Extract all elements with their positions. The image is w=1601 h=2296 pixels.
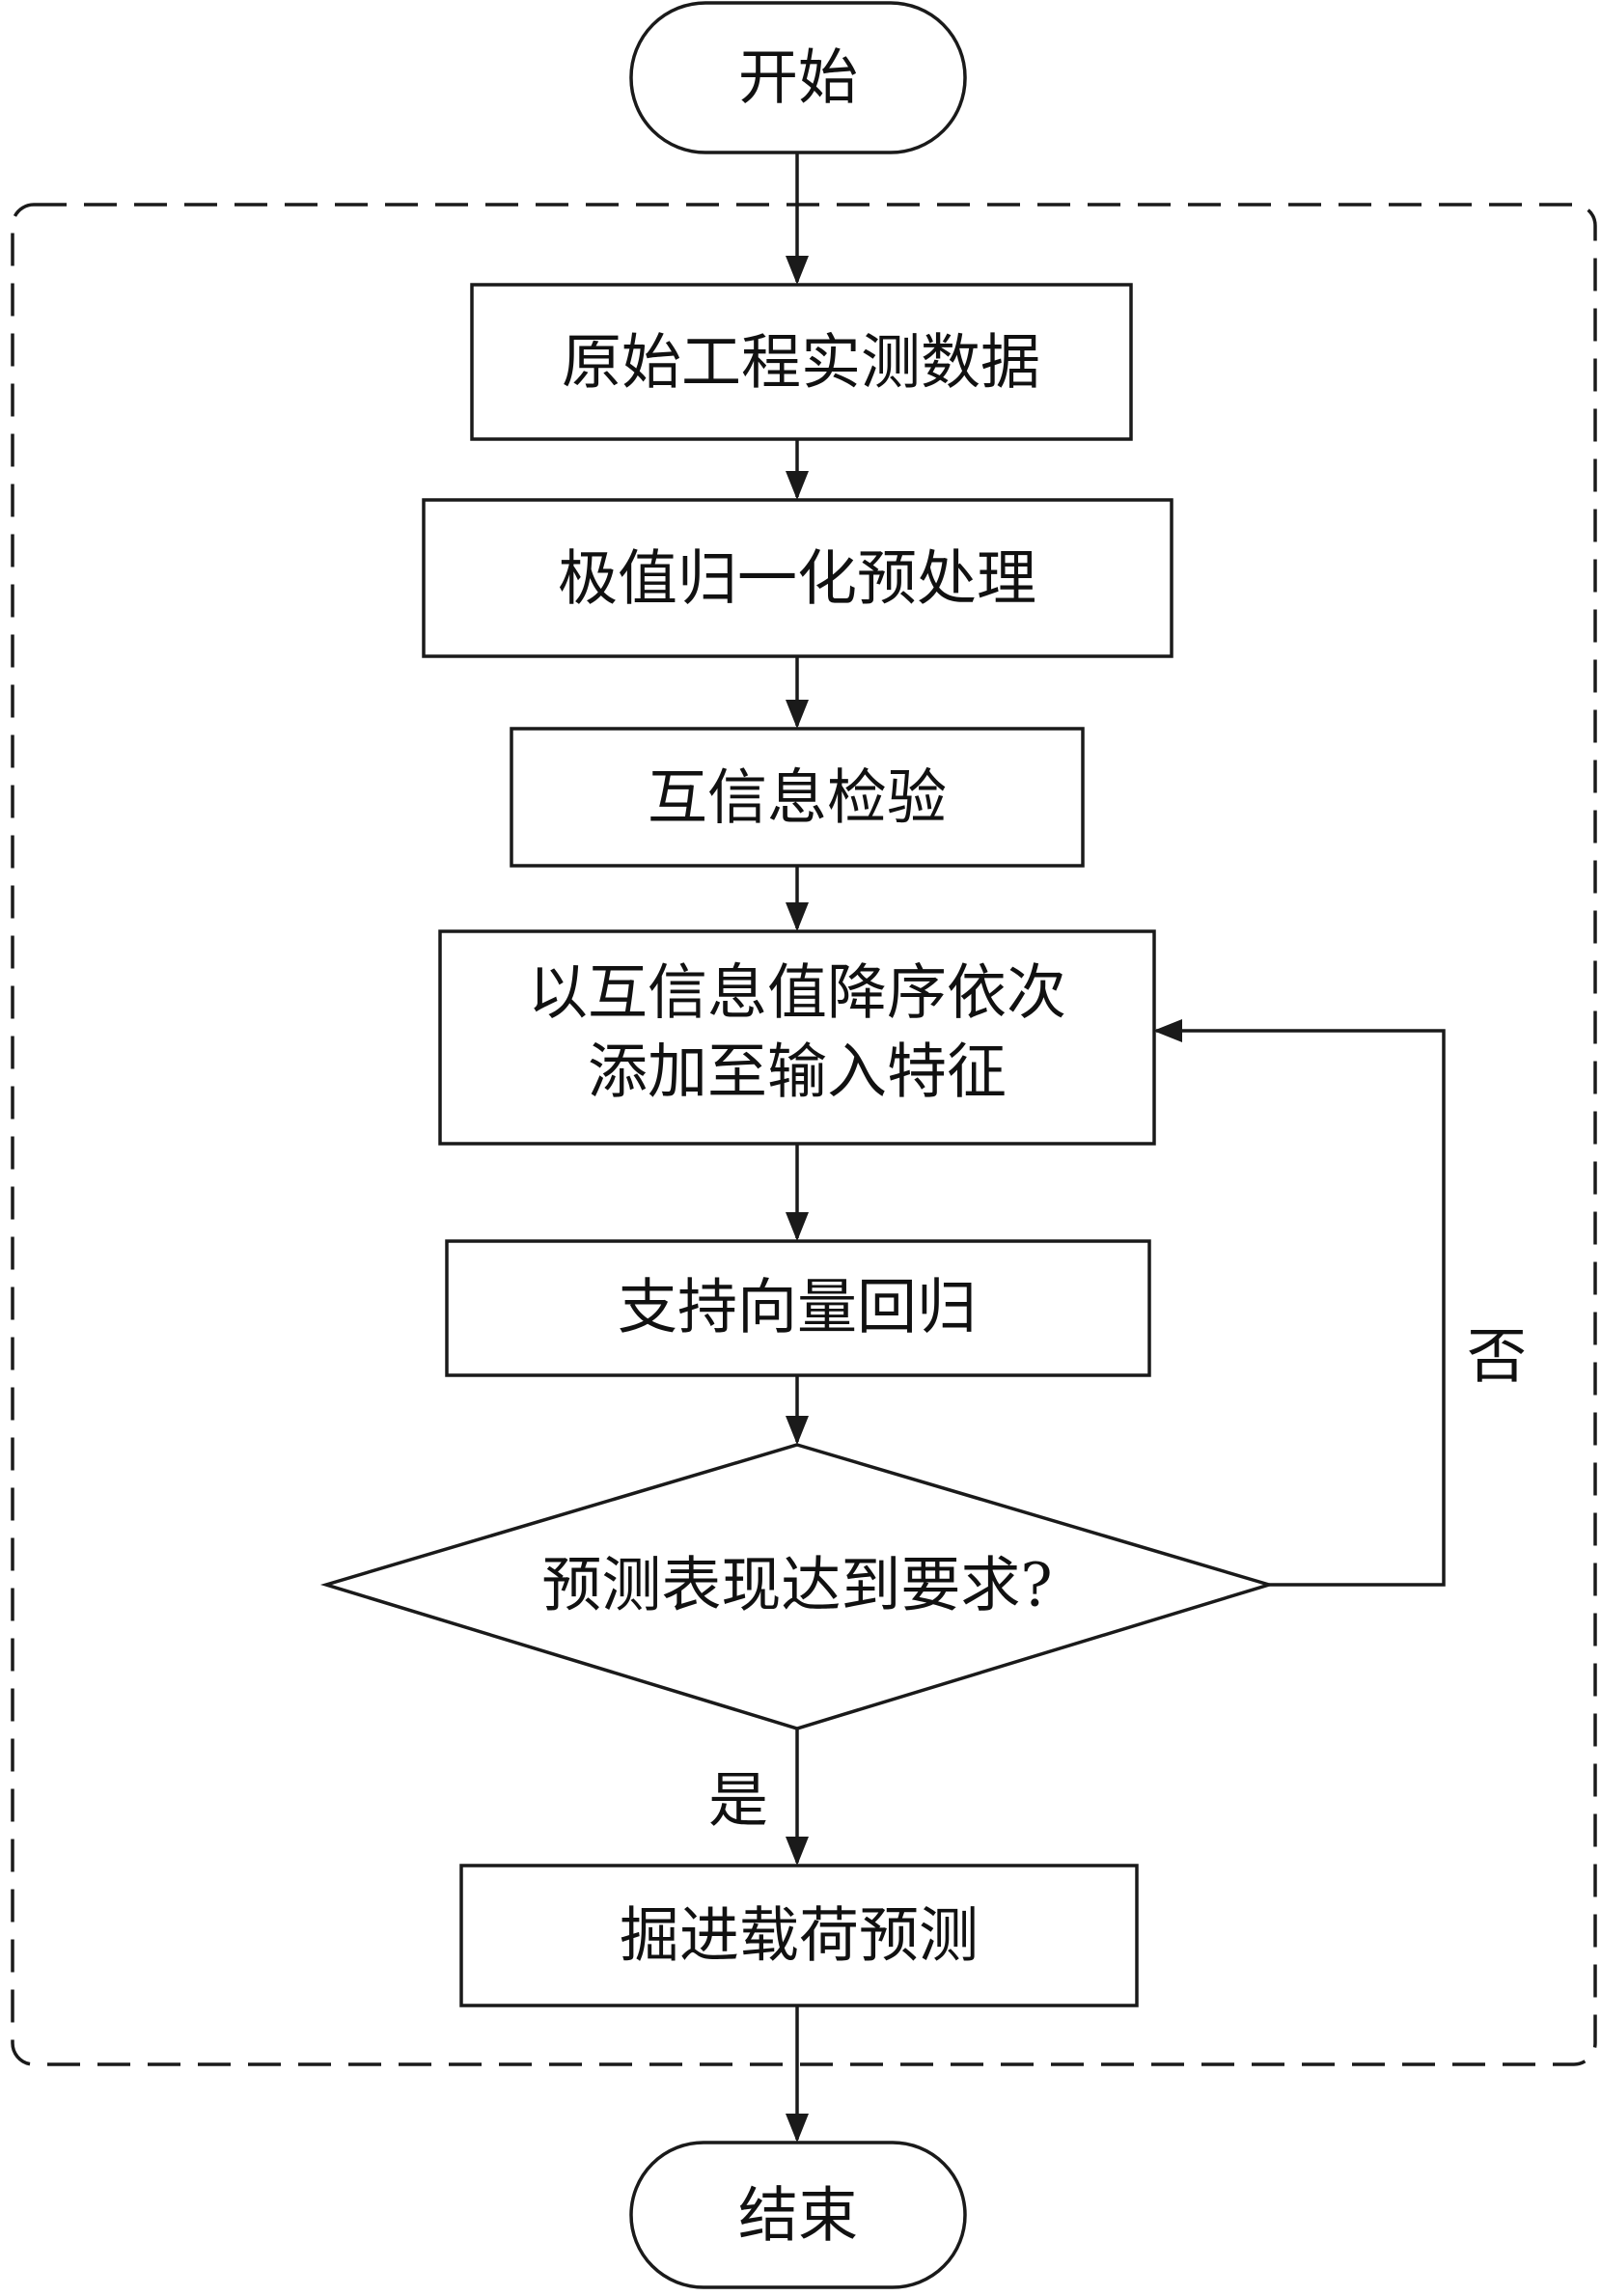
start-label: 开始 bbox=[738, 42, 858, 113]
edges bbox=[786, 152, 1446, 2143]
step-mutual-info-test-label: 互信息检验 bbox=[648, 762, 947, 833]
decision-no-label: 否 bbox=[1467, 1321, 1527, 1392]
step-mutual-info-test: 互信息检验 bbox=[510, 727, 1085, 868]
step-normalize-label: 极值归一化预处理 bbox=[558, 543, 1036, 614]
step-add-features-label-line2: 添加至输入特征 bbox=[588, 1037, 1007, 1107]
step-predict-load: 掘进载荷预测 bbox=[459, 1864, 1139, 2007]
end-label: 结束 bbox=[738, 2180, 858, 2251]
decision-question: 预测表现达到要求? bbox=[541, 1550, 1052, 1620]
step-raw-data-label: 原始工程实测数据 bbox=[562, 327, 1040, 398]
step-raw-data: 原始工程实测数据 bbox=[470, 283, 1133, 441]
step-svr: 支持向量回归 bbox=[445, 1239, 1151, 1377]
step-predict-load-label: 掘进载荷预测 bbox=[620, 1900, 979, 1971]
edge-decision-no-loop bbox=[1153, 1019, 1446, 1587]
decision-node: 预测表现达到要求? bbox=[319, 1443, 1276, 1730]
start-node: 开始 bbox=[629, 1, 967, 154]
decision-yes-label: 是 bbox=[708, 1765, 768, 1836]
process-group-frame bbox=[11, 203, 1597, 2066]
step-normalize: 极值归一化预处理 bbox=[422, 498, 1173, 658]
end-node: 结束 bbox=[629, 2141, 967, 2289]
step-svr-label: 支持向量回归 bbox=[618, 1272, 977, 1342]
step-add-features: 以互信息值降序依次 添加至输入特征 bbox=[438, 929, 1156, 1146]
step-add-features-label-line1: 以互信息值降序依次 bbox=[528, 957, 1066, 1028]
